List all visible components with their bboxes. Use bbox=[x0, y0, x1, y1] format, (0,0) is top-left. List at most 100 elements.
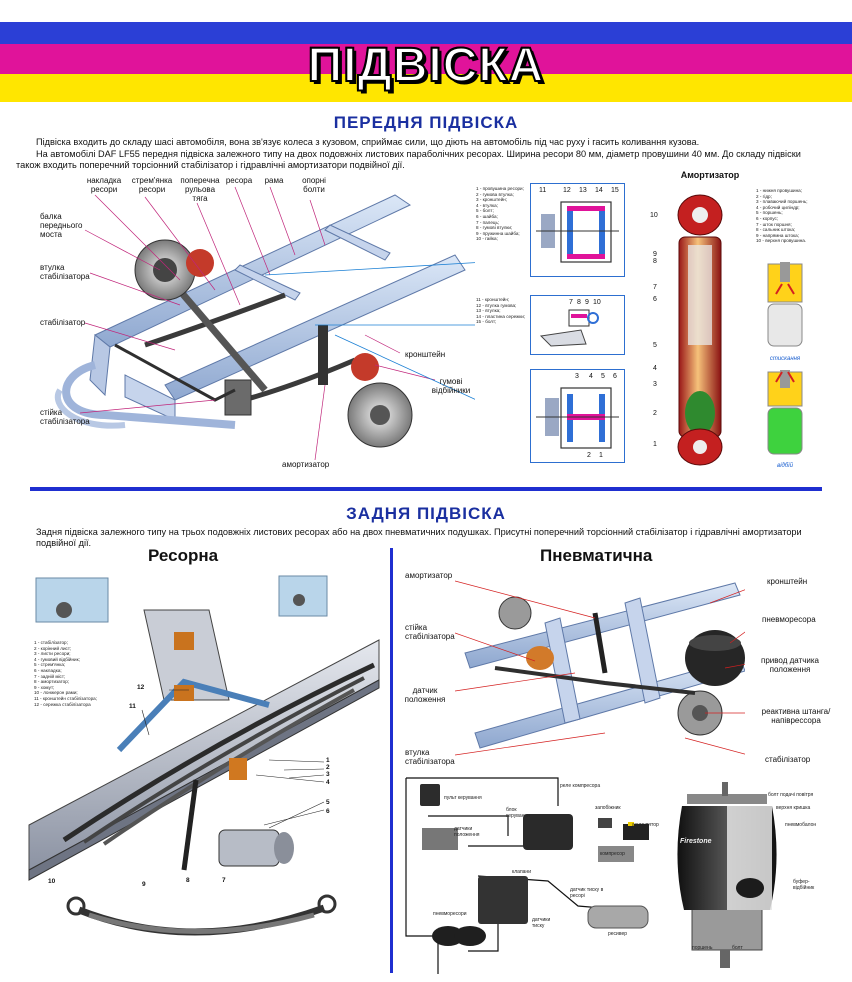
air-label-amortyzator: амортизатор bbox=[405, 571, 453, 580]
shock-compression-drawing bbox=[767, 262, 803, 347]
sys-zapobizhnyk: запобіжник bbox=[595, 805, 621, 811]
inset2-num-9: 9 bbox=[585, 299, 589, 306]
shock-num-1: 1 bbox=[653, 441, 657, 448]
air-label-stabilizator: стабілізатор bbox=[765, 755, 811, 764]
bag-bolt-podachi: болт подачі повітря bbox=[768, 792, 814, 798]
air-label-datchyk: датчик положення bbox=[404, 686, 446, 704]
label-stremyanka: стрем'янка ресори bbox=[131, 176, 173, 194]
inset2-num-10: 10 bbox=[593, 299, 601, 306]
shock-rebound-drawing bbox=[767, 370, 803, 455]
sys-datchyky: датчики положення bbox=[454, 826, 480, 838]
air-title: Пневматична bbox=[540, 546, 653, 565]
bag-verkhnya: верхня кришка bbox=[776, 805, 811, 811]
front-para-2: На автомобілі DAF LF55 передня підвіска … bbox=[16, 149, 801, 170]
sys-datchyk-tysku: датчик тиску в ресорі bbox=[570, 887, 604, 899]
inset-bracket: 7 8 9 10 bbox=[530, 295, 625, 355]
inset-bracket-drawing bbox=[539, 309, 599, 347]
label-gumovi: гумові відбійники bbox=[431, 377, 471, 395]
air-label-vtulka: втулка стабілізатора bbox=[405, 748, 455, 766]
inset-spring-eye-drawing bbox=[536, 201, 619, 263]
leaf-num-2: 2 bbox=[326, 764, 330, 771]
leaf-num-12: 12 bbox=[137, 684, 145, 691]
shock-num-2: 2 bbox=[653, 410, 657, 417]
leaf-num-8: 8 bbox=[186, 877, 190, 884]
inset1-num-14: 14 bbox=[595, 187, 603, 194]
air-label-reaktyvna: реактивна штанга/ напіврессора bbox=[761, 707, 831, 725]
inset1-num-12: 12 bbox=[563, 187, 571, 194]
stripe-magenta bbox=[0, 44, 852, 74]
leaf-num-1: 1 bbox=[326, 757, 330, 764]
label-balka: балка переднього моста bbox=[40, 212, 83, 239]
sys-pnevmoresory: пневморесори bbox=[433, 911, 467, 917]
shock-num-6: 6 bbox=[653, 296, 657, 303]
label-nakladka: накладка ресори bbox=[86, 176, 122, 194]
label-rebound: відбій bbox=[777, 463, 793, 469]
rear-heading: ЗАДНЯ ПІДВІСКА bbox=[346, 504, 506, 523]
leaf-title: Ресорна bbox=[148, 546, 219, 565]
label-compression: стискання bbox=[769, 356, 801, 362]
air-label-kronshtein: кронштейн bbox=[767, 577, 808, 586]
sys-pult: пульт керування bbox=[444, 795, 482, 801]
inset3-num-6: 6 bbox=[613, 373, 617, 380]
bag-porshen: поршень bbox=[692, 945, 713, 951]
label-resora: ресора bbox=[225, 176, 253, 185]
label-kronshtein: кронштейн bbox=[405, 350, 446, 359]
sys-rele: реле компресора bbox=[560, 783, 601, 789]
leaf-spring-illustration bbox=[28, 575, 380, 936]
leaf-num-9: 9 bbox=[142, 881, 146, 888]
leaf-num-11: 11 bbox=[129, 703, 136, 710]
sys-datchyky-tysku: датчики тиску bbox=[532, 917, 551, 929]
shock-num-5: 5 bbox=[653, 342, 657, 349]
shock-absorber-drawing bbox=[677, 194, 723, 466]
label-rama: рама bbox=[264, 176, 284, 185]
leaf-num-3: 3 bbox=[326, 771, 330, 778]
shock-title: Амортизатор bbox=[680, 170, 740, 180]
front-legend-1: 1 - провушина ресори;2 - гумова втулка;3… bbox=[476, 186, 524, 242]
front-para-1: Підвіска входить до складу шасі автомобі… bbox=[36, 137, 700, 147]
air-system-schematic bbox=[405, 777, 649, 974]
label-stabilizator: стабілізатор bbox=[40, 318, 86, 327]
rear-para: Задня підвіска залежного типу на трьох п… bbox=[36, 527, 802, 548]
inset-shackle: 3 4 5 6 2 1 bbox=[530, 369, 625, 463]
inset3-num-5: 5 bbox=[601, 373, 605, 380]
front-legend-2: 11 - кронштейн;12 - втулка гумова;13 - в… bbox=[476, 297, 526, 325]
shock-num-10: 10 bbox=[650, 212, 658, 219]
bag-brand: Firestone bbox=[680, 838, 712, 845]
leaf-num-6: 6 bbox=[326, 808, 330, 815]
bag-pnevmobalon: пневмобалон bbox=[785, 822, 817, 828]
stripe-yellow bbox=[0, 74, 852, 102]
air-label-pryvid: привод датчика положення bbox=[761, 656, 819, 674]
leaf-num-5: 5 bbox=[326, 799, 330, 806]
sys-blok: блок керування bbox=[506, 807, 530, 819]
inset-spring-eye: 11 12 13 14 15 bbox=[530, 183, 625, 277]
sys-resyver: ресивер bbox=[608, 931, 628, 937]
inset3-num-3: 3 bbox=[575, 373, 579, 380]
inset3-num-4: 4 bbox=[589, 373, 593, 380]
sys-akumulyator: акумулятор bbox=[632, 822, 659, 828]
section-divider bbox=[30, 487, 822, 491]
shock-num-7: 7 bbox=[653, 284, 657, 291]
inset2-num-8: 8 bbox=[577, 299, 581, 306]
sys-kompresor: компресор bbox=[600, 851, 625, 857]
air-label-stiyka: стійка стабілізатора bbox=[405, 623, 455, 641]
shock-num-3: 3 bbox=[653, 381, 657, 388]
inset3-num-2: 2 bbox=[587, 452, 591, 459]
poster-title: ПІДВІСКА bbox=[307, 38, 545, 93]
air-suspension-illustration bbox=[455, 580, 745, 756]
inset1-num-13: 13 bbox=[579, 187, 587, 194]
bag-bufer: буфер-відбійник bbox=[793, 879, 815, 891]
shock-num-8: 8 bbox=[653, 258, 657, 265]
leaf-num-4: 4 bbox=[326, 779, 330, 786]
label-oporni: опорні болти bbox=[302, 176, 326, 194]
rear-column-divider bbox=[390, 548, 393, 973]
bag-bolt: болт bbox=[732, 945, 743, 951]
inset1-num-15: 15 bbox=[611, 187, 619, 194]
label-poperechna: поперечна рульова тяга bbox=[180, 176, 220, 203]
inset3-num-1: 1 bbox=[599, 452, 603, 459]
inset2-num-7: 7 bbox=[569, 299, 573, 306]
leaf-legend: 1 - стабілізатор;2 - корінний лист;3 - л… bbox=[34, 640, 97, 707]
stripe-blue bbox=[0, 22, 852, 44]
leaf-num-10: 10 bbox=[48, 878, 56, 885]
front-heading: ПЕРЕДНЯ ПІДВІСКА bbox=[333, 113, 519, 132]
front-chassis-illustration bbox=[54, 186, 475, 461]
